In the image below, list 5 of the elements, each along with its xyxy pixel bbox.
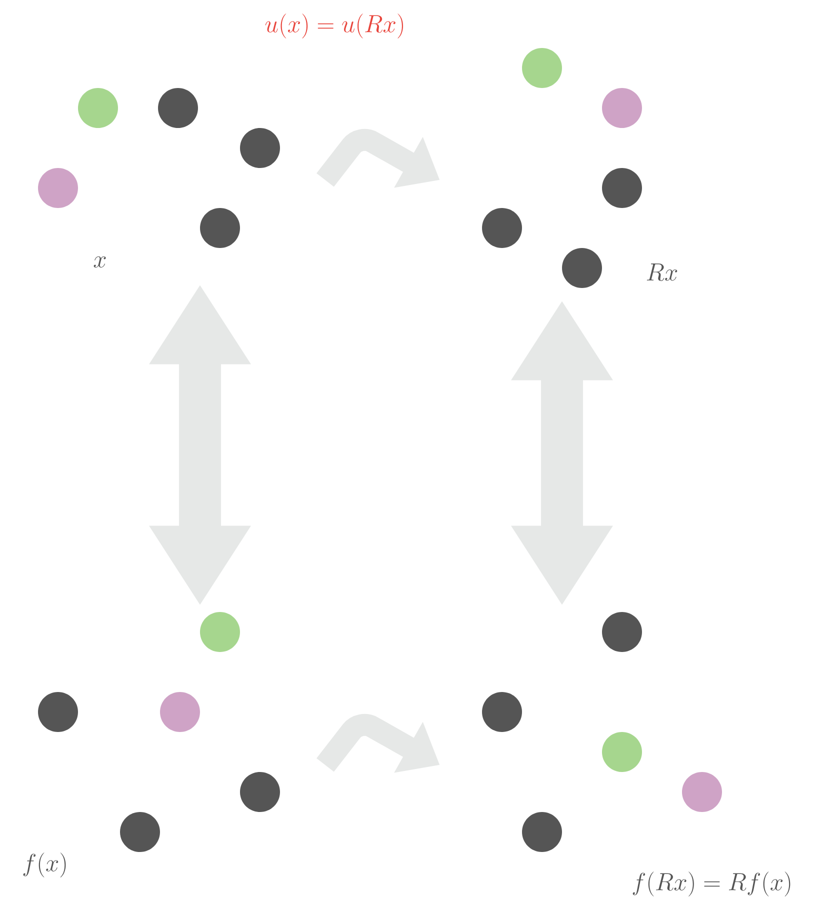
point-set-label: $x$ — [94, 256, 106, 268]
point-set-label: $Rx$ — [646, 264, 678, 281]
point-set-label: $f(Rx) = Rf(x)$ — [632, 872, 790, 896]
point-set-label: $f(x)$ — [23, 852, 66, 878]
title-formula: $u(x) = u(Rx)$ — [265, 14, 404, 38]
